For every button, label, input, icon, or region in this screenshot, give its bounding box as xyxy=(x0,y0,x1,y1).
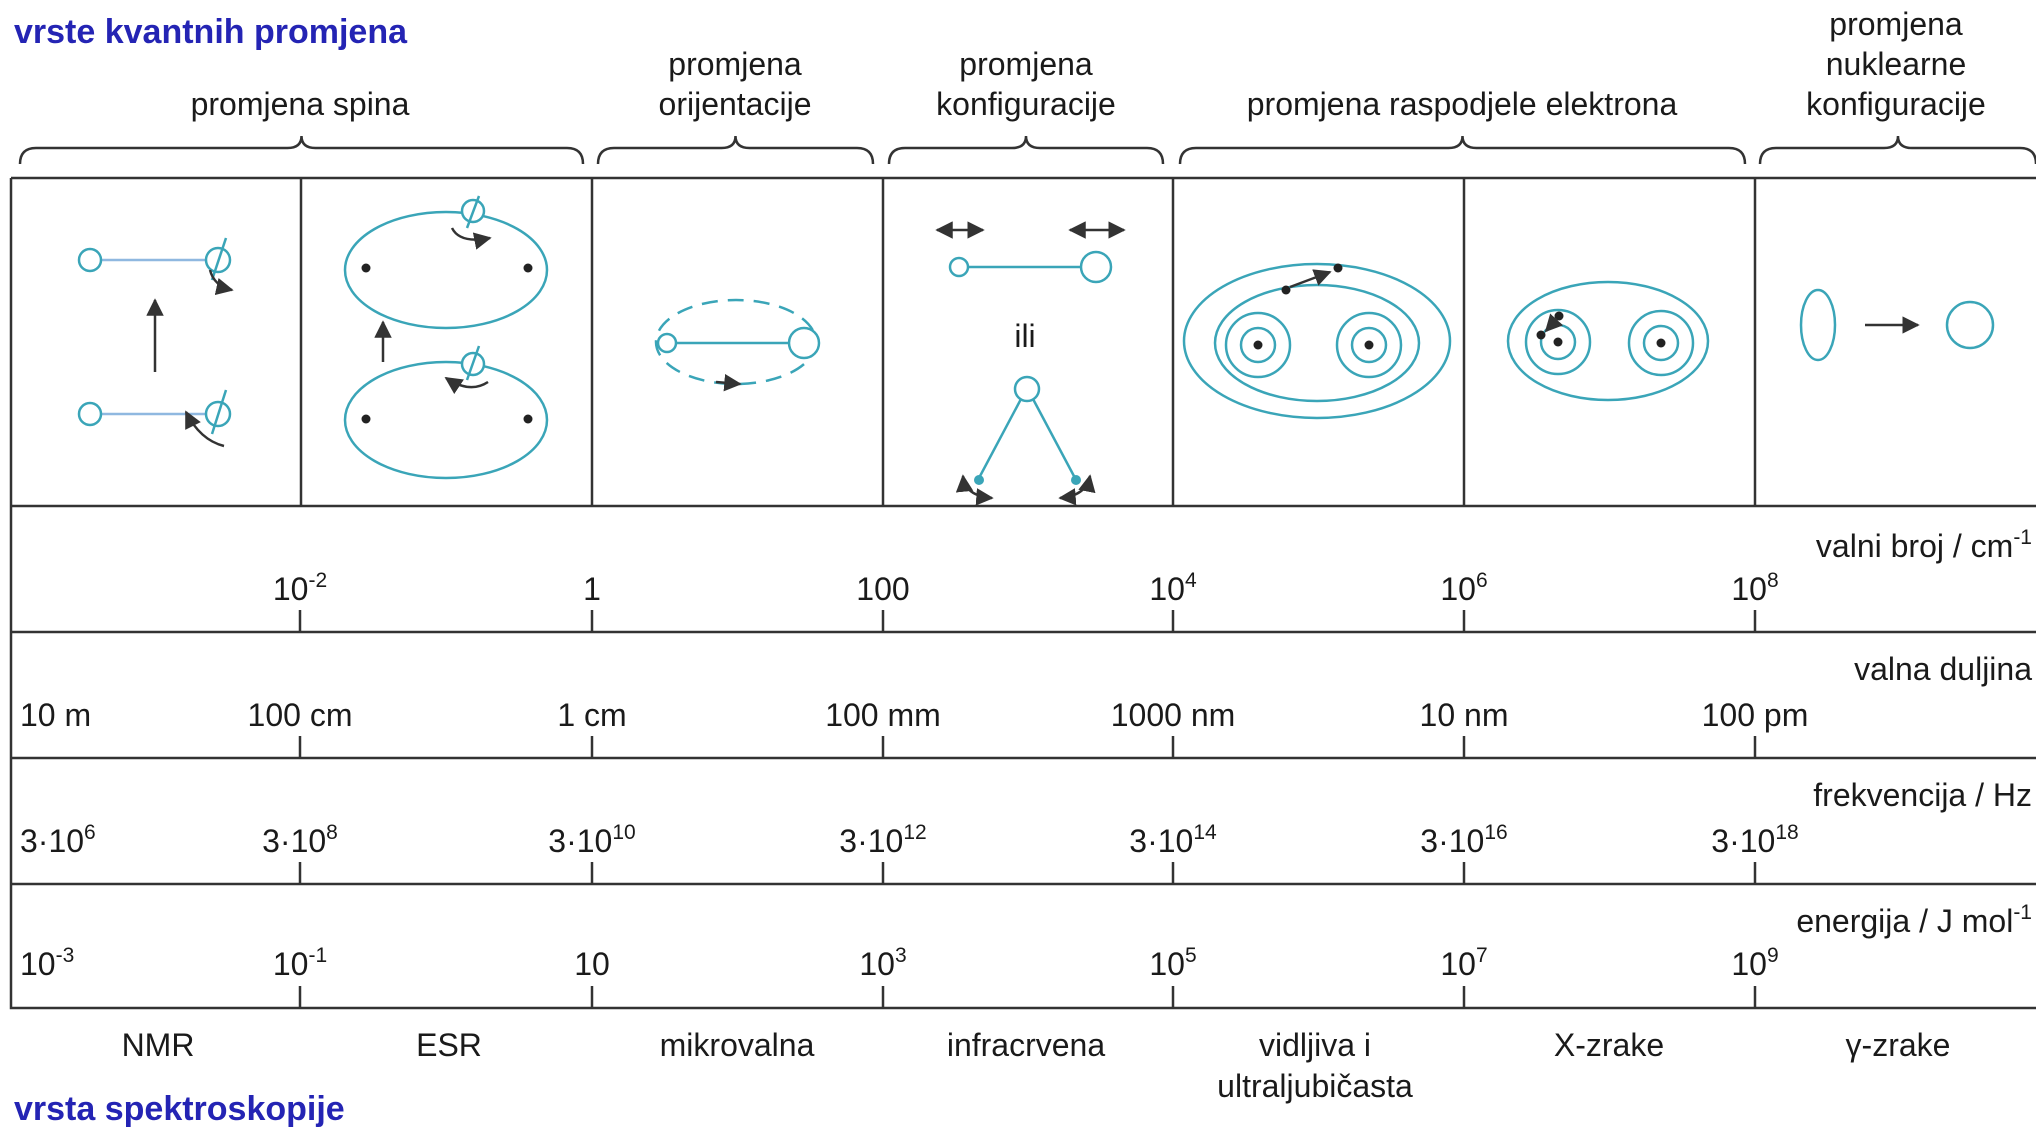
tick-label: 105 xyxy=(1149,944,1196,982)
scale-row: frekvencija / Hz 3·106 3·108 3·1010 3·1012 3·… xyxy=(20,777,2032,884)
nuclear-configuration-illustration xyxy=(1799,288,1995,362)
category-label: promjena raspodjele elektrona xyxy=(1247,86,1678,122)
spectroscopy-label: ultraljubičasta xyxy=(1217,1068,1413,1104)
scale-name: valni broj / cm-1 xyxy=(1816,526,2032,564)
tick-label: 3·108 xyxy=(262,821,338,859)
category-brace xyxy=(887,135,1165,165)
tick-label: 108 xyxy=(1731,569,1778,607)
tick-label: 3·1010 xyxy=(548,821,635,859)
tick-label: 3·1014 xyxy=(1129,821,1217,859)
tick-label: 1 cm xyxy=(557,697,626,733)
tick-label: 100 mm xyxy=(825,697,941,733)
spectroscopy-label: X-zrake xyxy=(1554,1027,1664,1063)
category-label: promjena xyxy=(1829,6,1963,42)
spectroscopy-labels: NMR ESR mikrovalna infracrvena vidljiva i ult… xyxy=(122,1027,1951,1104)
spectroscopy-label: vidljiva i xyxy=(1259,1027,1371,1063)
tick-label: 100 pm xyxy=(1702,697,1809,733)
esr-spin-illustration xyxy=(343,195,549,480)
tick-label: 1000 nm xyxy=(1111,697,1236,733)
category-brace xyxy=(1178,135,1747,165)
tick-label: 100 xyxy=(856,571,909,607)
tick-label: 3·1018 xyxy=(1711,821,1798,859)
scale-rows: valni broj / cm-1 10-2 1 100 104 106 108 valna … xyxy=(20,526,2032,1008)
category-braces xyxy=(18,135,2036,165)
tick-label: 3·1016 xyxy=(1420,821,1507,859)
scale-row: energija / J mol-1 10-3 10-1 10 103 105 107 109 xyxy=(20,901,2032,1008)
nmr-spin-illustration xyxy=(77,237,234,448)
category-labels: promjena spina promjena orijentacije promje… xyxy=(191,6,1986,122)
tick-label: 3·106 xyxy=(20,821,96,859)
category-brace xyxy=(596,135,875,165)
tick-label: 104 xyxy=(1149,569,1197,607)
tick-label: 10 nm xyxy=(1420,697,1509,733)
category-brace xyxy=(18,135,585,165)
category-brace xyxy=(1758,135,2036,165)
or-label: ili xyxy=(1014,318,1035,354)
category-label: orijentacije xyxy=(659,86,812,122)
scale-name: energija / J mol-1 xyxy=(1796,901,2032,939)
spectroscopy-label: infracrvena xyxy=(947,1027,1106,1063)
scale-name: frekvencija / Hz xyxy=(1813,777,2032,813)
category-label: nuklearne xyxy=(1826,46,1967,82)
scale-row: valna duljina 10 m 100 cm 1 cm 100 mm 1000 nm… xyxy=(20,651,2032,758)
tick-label: 1 xyxy=(583,571,601,607)
tick-label: 10 m xyxy=(20,697,91,733)
tick-label: 107 xyxy=(1440,944,1487,982)
spectroscopy-label: γ-zrake xyxy=(1846,1027,1951,1063)
quantum-changes-heading: vrste kvantnih promjena xyxy=(14,13,408,51)
valence-electron-illustration xyxy=(1182,262,1452,420)
core-electron-illustration xyxy=(1506,280,1710,402)
tick-label: 10 xyxy=(574,946,610,982)
category-label: konfiguracije xyxy=(936,86,1116,122)
table-frame xyxy=(9,176,2036,1010)
tick-label: 3·1012 xyxy=(839,821,926,859)
spectroscopy-label: NMR xyxy=(122,1027,195,1063)
spectroscopy-label: ESR xyxy=(416,1027,482,1063)
tick-label: 10-2 xyxy=(273,569,327,607)
spectroscopy-label: mikrovalna xyxy=(660,1027,815,1063)
tick-label: 103 xyxy=(859,944,906,982)
category-label: promjena xyxy=(959,46,1093,82)
scale-row: valni broj / cm-1 10-2 1 100 104 106 108 xyxy=(273,526,2032,632)
tick-label: 10-1 xyxy=(273,944,327,982)
spectroscopy-types-heading: vrsta spektroskopije xyxy=(14,1090,345,1128)
tick-label: 10-3 xyxy=(20,944,74,982)
category-label: promjena xyxy=(668,46,802,82)
tick-label: 106 xyxy=(1440,569,1487,607)
scale-name: valna duljina xyxy=(1854,651,2032,687)
tick-label: 100 cm xyxy=(248,697,353,733)
category-label: promjena spina xyxy=(191,86,410,122)
category-label: konfiguracije xyxy=(1806,86,1986,122)
rotation-illustration xyxy=(654,298,821,392)
tick-label: 109 xyxy=(1731,944,1778,982)
vibration-illustration: ili xyxy=(935,221,1126,506)
